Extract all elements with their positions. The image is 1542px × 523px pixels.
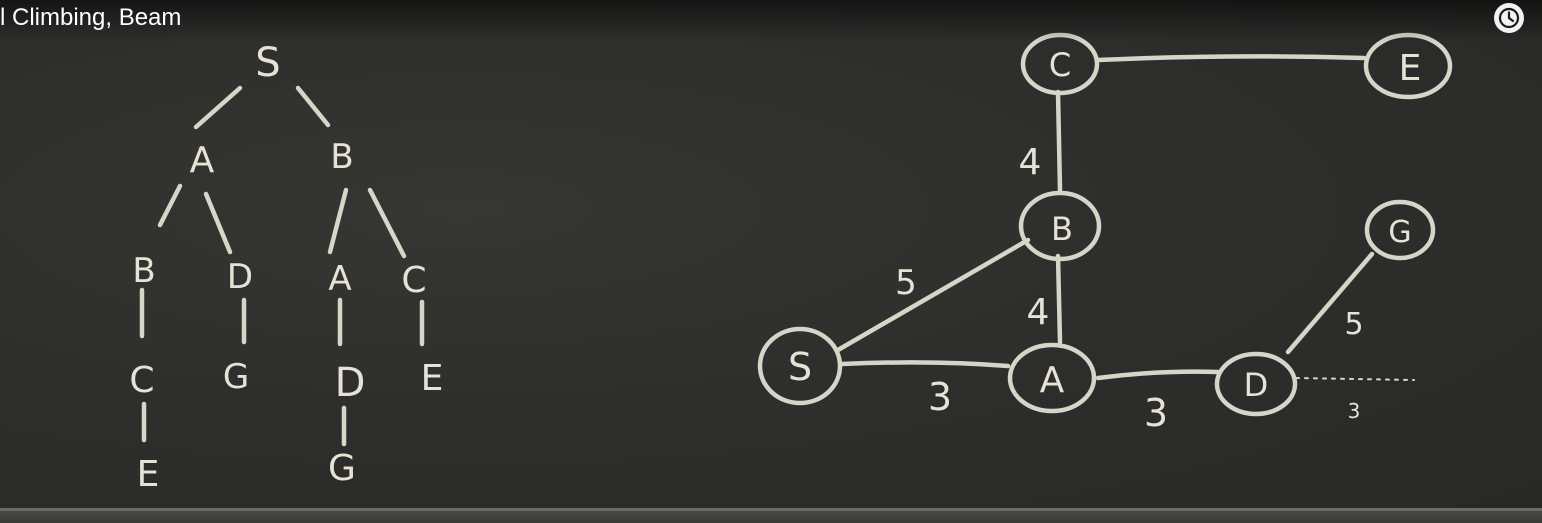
graph-edge-b-a [1055, 253, 1063, 345]
tree-node-e2: E [137, 454, 160, 495]
graph-node-s: S [788, 345, 812, 389]
tree-node-g2: G [328, 448, 356, 489]
tree-edge-s-b [295, 85, 331, 128]
tree-edge-b-a [327, 187, 349, 255]
clock-icon [1498, 7, 1520, 29]
tree-node-c2: C [129, 360, 154, 401]
graph-edge-a-d [1095, 369, 1221, 381]
node-circle-a [1007, 342, 1097, 414]
graph-edge-s-a [839, 360, 1011, 369]
tree-node-g: G [223, 357, 249, 397]
tree-node-s: S [255, 40, 280, 86]
tree-node-b: B [330, 137, 353, 177]
tree-edge-a-b [157, 183, 183, 228]
tree-node-a2: A [328, 259, 351, 299]
graph-edge-d-g [1285, 251, 1375, 355]
node-circle-g [1364, 199, 1436, 261]
graph-node-g: G [1388, 215, 1411, 250]
graph-edge-d-dotted [1295, 377, 1415, 381]
weight-c-b: 4 [1019, 142, 1042, 183]
tree-node-e: E [421, 358, 444, 399]
weight-d-g: 5 [1344, 307, 1363, 342]
graph-node-a: A [1040, 360, 1065, 401]
tree-edge-b-c [367, 187, 407, 259]
weight-d-dotted: 3 [1348, 399, 1361, 423]
graph-node-e: E [1399, 48, 1422, 89]
node-circle-d [1214, 351, 1298, 417]
graph-node-d: D [1244, 366, 1269, 404]
node-circle-b [1018, 190, 1102, 262]
graph-edge-c-b [1055, 89, 1063, 193]
tree-node-d2: D [335, 360, 366, 406]
node-circle-s [757, 326, 843, 406]
tree-edge-a-d [203, 191, 233, 255]
board-ledge [0, 508, 1542, 523]
tree-edge-s-a [193, 85, 243, 130]
video-title[interactable]: l Climbing, Beam [0, 4, 182, 31]
title-overlay [0, 0, 1542, 42]
watch-later-button[interactable] [1494, 3, 1524, 33]
graph-edge-s-b [835, 237, 1031, 353]
tree-node-c: C [401, 260, 426, 301]
weight-s-a: 3 [928, 375, 952, 419]
graph-node-b: B [1051, 210, 1073, 248]
weight-a-d: 3 [1144, 391, 1168, 435]
graph-node-c: C [1049, 46, 1071, 84]
tree-node-b2: B [132, 251, 155, 291]
graph-edge-c-e [1095, 54, 1367, 63]
weight-b-a: 4 [1027, 292, 1050, 333]
tree-node-a: A [190, 140, 215, 181]
weight-s-b: 5 [895, 263, 917, 303]
tree-node-d: D [227, 257, 253, 297]
